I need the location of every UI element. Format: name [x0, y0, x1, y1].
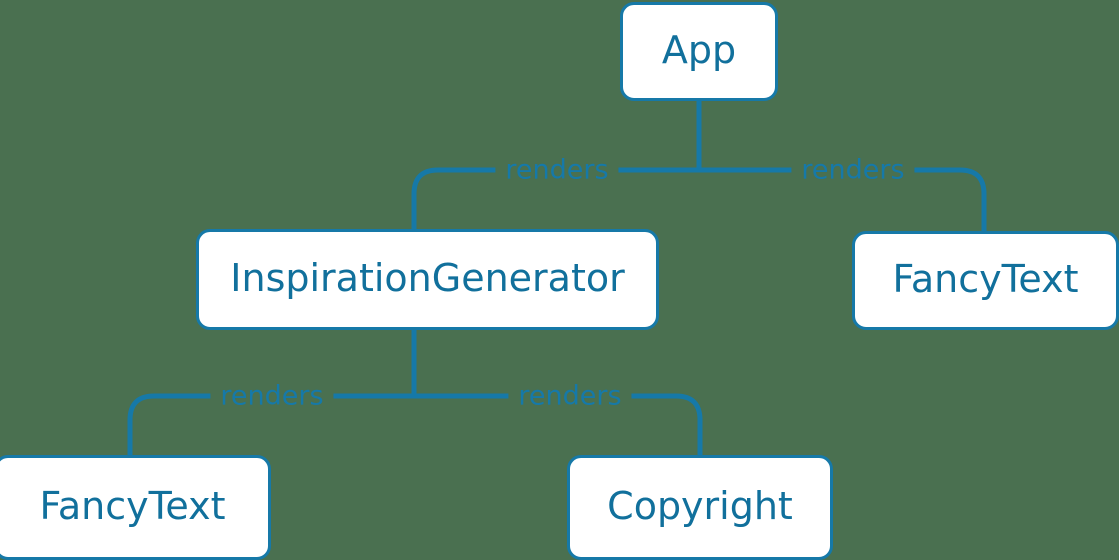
edge-label-app-to-fancy-text-right: renders: [791, 156, 915, 184]
edge-label-inspiration-generator-to-fancy-text: renders: [210, 382, 334, 410]
node-inspiration-generator-label: InspirationGenerator: [230, 256, 625, 300]
node-fancy-text-right[interactable]: FancyText: [852, 231, 1119, 330]
edge-label-inspiration-generator-to-copyright: renders: [508, 382, 632, 410]
node-fancy-text-bottom[interactable]: FancyText: [0, 455, 271, 560]
node-fancy-text-right-label: FancyText: [892, 257, 1079, 301]
node-fancy-text-bottom-label: FancyText: [39, 484, 226, 528]
node-inspiration-generator[interactable]: InspirationGenerator: [196, 229, 659, 330]
node-app-label: App: [661, 28, 737, 72]
edge-label-app-to-inspiration-generator: renders: [495, 156, 619, 184]
node-copyright-label: Copyright: [607, 484, 793, 528]
node-app[interactable]: App: [620, 2, 778, 101]
node-copyright[interactable]: Copyright: [567, 455, 833, 560]
